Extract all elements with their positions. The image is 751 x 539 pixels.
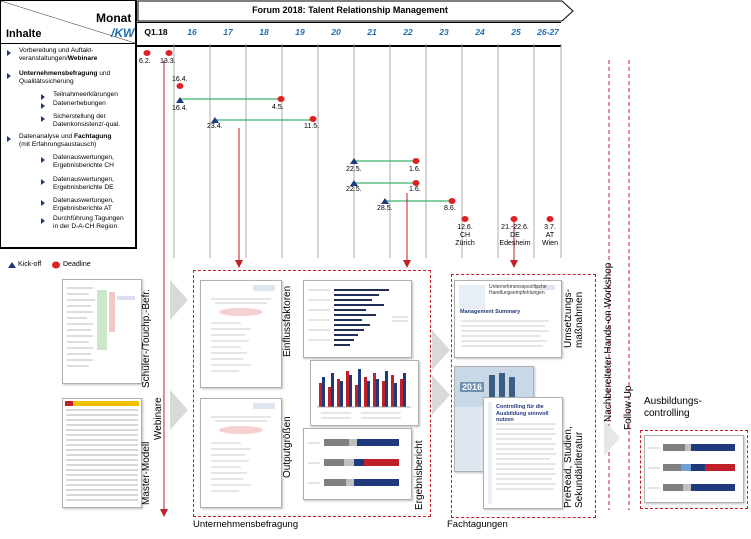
label-output: Outputgrößen xyxy=(282,416,293,478)
milestone-date: 13.3. xyxy=(160,58,176,65)
header-arrow-shape xyxy=(137,0,574,22)
controlling-doc-title: Controlling für die Ausbildung sinnvoll … xyxy=(496,404,549,423)
week-label: 19 xyxy=(295,27,305,37)
task-vorbereitung: Vorbereitung und Auftakt-veranstaltungen… xyxy=(19,47,98,62)
milestone-date: 16.4. xyxy=(172,105,188,112)
caption-unternehmensbefragung: Unternehmensbefragung xyxy=(193,519,299,530)
task-datenerhebungen: Datenerhebungen xyxy=(53,100,106,107)
week-label: 24 xyxy=(475,27,485,37)
unternehmensbefragung-frame xyxy=(193,270,431,517)
legend-kickoff: Kick-off xyxy=(18,261,42,268)
week-label: 21 xyxy=(367,27,377,37)
header-label-box xyxy=(0,0,137,44)
task-teilnahme: Teilnahmeerklärungen xyxy=(53,91,118,98)
label-schueler: Schüler-/Touchp.-Befr. xyxy=(141,289,152,388)
legend-deadline-icon xyxy=(52,261,60,269)
task-bullet xyxy=(7,73,11,79)
label-nachbereitet: Nachbereiteter Hands-on Workshop xyxy=(603,262,614,422)
week-label: 18 xyxy=(259,27,269,37)
milestone-date: 1.6. xyxy=(409,186,421,193)
label-webinare: Webinare xyxy=(153,397,164,440)
week-row xyxy=(137,22,561,47)
milestone-date: 8.6. xyxy=(444,205,456,212)
task-bullet xyxy=(7,136,11,142)
study-year: 2016 xyxy=(460,382,485,392)
gantt-title: Forum 2018: Talent Relationship Manageme… xyxy=(252,5,448,15)
label-preread-1: PreRead, Studien, xyxy=(563,426,574,508)
label-followup: Follow Up xyxy=(623,385,634,430)
controlling-document-thumbnail xyxy=(483,397,563,509)
task-panel xyxy=(0,44,137,249)
management-summary: Management Summary xyxy=(460,309,521,315)
milestone-date: 6.2. xyxy=(139,58,151,65)
label-ergebnis: Ergebnisbericht xyxy=(414,440,425,510)
legend-kickoff-icon xyxy=(8,262,16,268)
fachtagungen-frame xyxy=(451,274,596,518)
label-ausbildung: Ausbildungs-controlling xyxy=(644,396,702,419)
milestone-date: 22.5. xyxy=(346,186,362,193)
task-auswertung-de: Datenauswertungen,Ergebnisberichte DE xyxy=(53,176,114,191)
bar-chart-thumbnail xyxy=(303,280,412,358)
milestone-date: 4.5. xyxy=(272,104,284,111)
header-monat: Monat xyxy=(96,11,132,25)
week-label: 23 xyxy=(439,27,449,37)
label-einfluss: Einflussfaktoren xyxy=(282,285,293,357)
week-label: 16 xyxy=(187,27,197,37)
task-bullet xyxy=(41,218,45,224)
task-bullet xyxy=(41,94,45,100)
task-auswertung-at: Datenauswertungen,Ergebnisberichte AT xyxy=(53,197,114,212)
header-kw: /KW xyxy=(111,26,135,40)
master-model-thumbnail xyxy=(62,398,142,508)
milestone-date: 28.5. xyxy=(377,205,393,212)
week-label: 22 xyxy=(403,27,413,37)
label-preread-2: Sekundärliteratur xyxy=(574,431,585,508)
gantt-header-banner xyxy=(0,0,575,22)
umsetzung-title: Unternehmensspezifische Handlungsempfehl… xyxy=(489,284,547,296)
ausbildung-frame xyxy=(640,430,748,509)
schueler-document-thumbnail xyxy=(62,279,142,384)
label-master: Master-Modell xyxy=(141,441,152,505)
header-inhalte: Inhalte xyxy=(6,28,42,40)
legend-deadline: Deadline xyxy=(63,261,91,268)
week-label: 26-27 xyxy=(537,27,559,37)
label-umsetzung-1: Umsetzungs- xyxy=(563,289,574,348)
task-bullet xyxy=(41,116,45,122)
umsetzung-document-thumbnail xyxy=(454,280,562,358)
milestone-date: 16.4. xyxy=(172,76,188,83)
week-label: 25 xyxy=(511,27,521,37)
einfluss-document-thumbnail xyxy=(200,280,282,388)
stacked-bar-thumbnail xyxy=(303,428,412,500)
week-label: Q1.18 xyxy=(144,27,168,37)
task-bullet xyxy=(41,200,45,206)
task-bullet xyxy=(41,103,45,109)
milestone-markers xyxy=(143,50,554,222)
caption-fachtagungen: Fachtagungen xyxy=(447,519,508,530)
label-umsetzung-2: maßnahmen xyxy=(574,291,585,348)
task-bullet xyxy=(41,157,45,163)
output-document-thumbnail xyxy=(200,398,282,508)
task-datenanalyse: Datenanalyse und Fachtagung(mit Erfahrun… xyxy=(19,133,112,148)
milestone-date: 1.6. xyxy=(409,166,421,173)
column-chart-thumbnail xyxy=(310,360,419,426)
task-auswertung-ch: Datenauswertungen,Ergebnisberichte CH xyxy=(53,154,114,169)
week-label: 17 xyxy=(223,27,233,37)
task-bullet xyxy=(7,50,11,56)
milestone-date: 23.4. xyxy=(207,123,223,130)
week-label: 20 xyxy=(331,27,341,37)
task-bullet xyxy=(41,179,45,185)
ausbildung-chart-thumbnail xyxy=(644,435,744,503)
milestone-date: 22.5. xyxy=(346,166,362,173)
milestone-date: 11.5. xyxy=(304,123,320,130)
